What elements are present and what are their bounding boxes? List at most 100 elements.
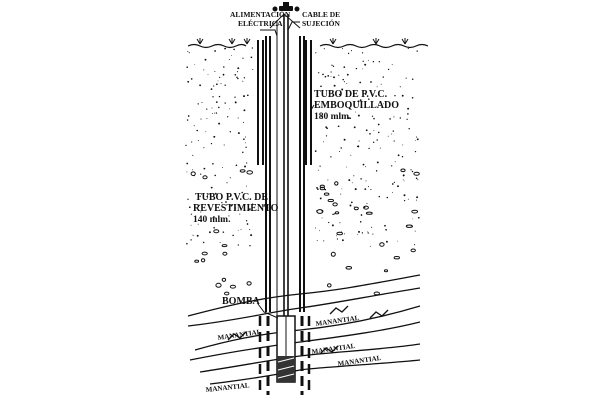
soil-dot <box>383 103 384 105</box>
soil-dot <box>365 180 367 182</box>
pebble <box>327 198 334 203</box>
pebble <box>200 258 206 263</box>
soil-dot <box>346 82 348 84</box>
soil-dot <box>369 245 371 247</box>
soil-dot <box>407 198 409 200</box>
soil-dot <box>364 93 367 95</box>
ground-surface <box>187 43 429 49</box>
soil-dot <box>397 185 399 188</box>
pebble <box>411 209 419 214</box>
pebble <box>215 282 222 288</box>
soil-dot <box>373 129 375 131</box>
soil-dot <box>219 76 221 78</box>
soil-dot <box>371 115 374 117</box>
soil-dot <box>415 139 417 141</box>
soil-dot <box>321 217 323 219</box>
gravel-layer <box>190 168 420 296</box>
soil-dot <box>213 227 215 229</box>
soil-dot <box>224 84 226 86</box>
power-label-line1: ALIMENTACIÓN <box>230 9 291 19</box>
soil-dot <box>357 145 360 148</box>
pump-label: BOMBA <box>222 296 261 307</box>
pebble <box>345 266 353 270</box>
soil-dot <box>342 103 344 105</box>
pebble <box>336 231 344 236</box>
soil-dot <box>197 223 199 225</box>
soil-dot <box>412 218 414 220</box>
soil-dot <box>328 221 330 224</box>
soil-dot <box>358 230 360 233</box>
pebble <box>334 211 340 215</box>
soil-dot <box>397 240 399 242</box>
soil-dot <box>197 103 199 105</box>
soil-dot <box>197 140 199 141</box>
soil-dot <box>353 206 355 208</box>
soil-dot <box>355 111 357 113</box>
soil-dot <box>232 234 234 237</box>
soil-dot <box>339 222 341 224</box>
soil-dot <box>212 163 214 165</box>
soil-dot <box>341 239 344 242</box>
soil-dot <box>399 86 401 88</box>
pebble <box>316 209 324 214</box>
pebble <box>332 202 338 207</box>
inner-casing-label-line1: TUBO P.V.C. DE <box>195 192 268 203</box>
soil-dot <box>244 142 246 144</box>
soil-dot <box>211 113 213 115</box>
soil-dot <box>193 125 195 127</box>
pebble <box>246 170 253 175</box>
soil-dot <box>315 52 317 54</box>
soil-dot <box>354 188 357 191</box>
soil-dot <box>367 231 369 233</box>
soil-dot <box>187 80 190 83</box>
soil-dot <box>411 97 414 99</box>
soil-dot <box>237 117 239 119</box>
soil-dot <box>214 50 216 52</box>
soil-dot <box>249 229 251 231</box>
soil-dot <box>411 170 414 173</box>
soil-dot <box>366 203 368 204</box>
soil-dot <box>206 118 208 119</box>
soil-dot <box>372 61 375 63</box>
soil-dot <box>365 129 368 132</box>
soil-dot <box>364 63 367 66</box>
soil-dot <box>190 78 193 80</box>
soil-dot <box>410 169 412 171</box>
soil-dot <box>196 129 199 132</box>
soil-dot <box>215 112 218 114</box>
soil-texture <box>185 47 420 247</box>
soil-dot <box>378 195 381 198</box>
soil-dot <box>393 140 395 142</box>
soil-dot <box>372 233 374 235</box>
soil-dot <box>188 52 190 54</box>
soil-dot <box>212 96 214 98</box>
soil-dot <box>385 228 387 231</box>
soil-dot <box>204 58 207 61</box>
soil-dot <box>357 114 360 117</box>
soil-dot <box>391 133 393 135</box>
soil-dot <box>367 232 369 234</box>
soil-dot <box>330 156 332 158</box>
pebble <box>221 277 227 282</box>
pebble <box>194 259 200 263</box>
soil-dot <box>343 138 346 141</box>
soil-dot <box>218 106 220 109</box>
soil-dot <box>317 169 319 171</box>
soil-dot <box>223 144 225 146</box>
soil-dot <box>221 201 223 204</box>
soil-dot <box>196 234 199 237</box>
soil-dot <box>245 185 247 187</box>
soil-dot <box>190 213 192 215</box>
pebble <box>330 251 336 257</box>
soil-dot <box>402 179 404 181</box>
soil-dot <box>325 135 328 137</box>
soil-dot <box>414 244 416 246</box>
soil-dot <box>337 125 340 128</box>
inner-casing-pipe <box>265 36 305 312</box>
soil-dot <box>320 85 322 88</box>
soil-dot <box>394 161 396 163</box>
outer-casing-pipe <box>257 40 312 165</box>
soil-dot <box>214 70 216 73</box>
pebble <box>383 269 389 273</box>
outer-casing-label-line1: TUBO DE P.V.C. <box>314 89 388 100</box>
